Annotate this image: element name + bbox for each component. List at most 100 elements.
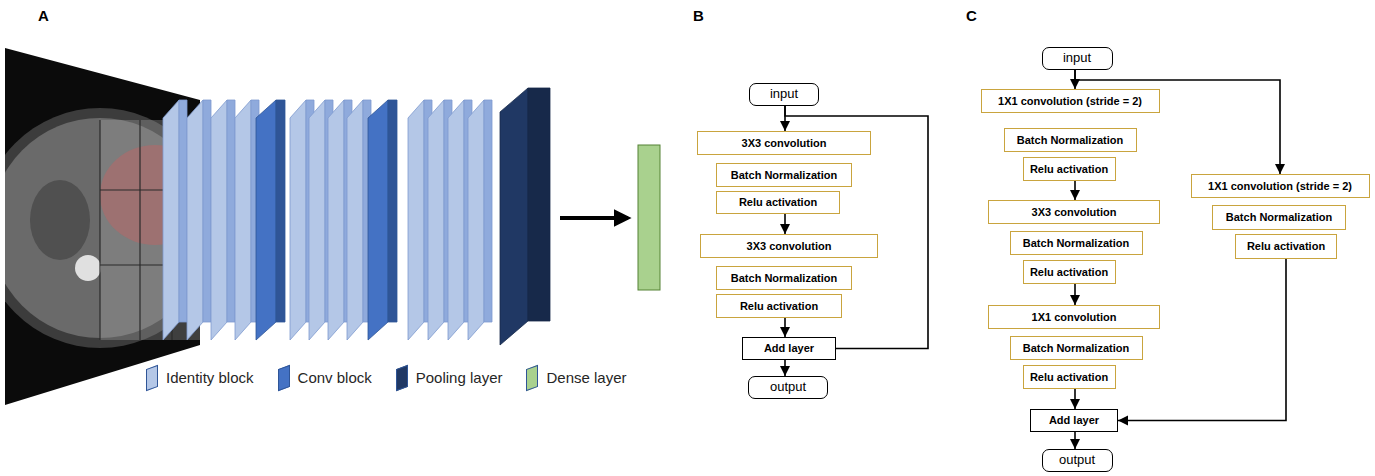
legend: Identity block Conv block Pooling layer Den… bbox=[146, 367, 627, 389]
slab-face bbox=[309, 100, 325, 340]
terminal-box: input bbox=[749, 83, 819, 106]
identity-block-shape bbox=[235, 100, 259, 340]
slab-face bbox=[448, 100, 464, 340]
legend-swatch bbox=[526, 365, 538, 391]
layer-text: input bbox=[770, 87, 798, 102]
layer-text: Batch Normalization bbox=[1226, 211, 1332, 224]
skip-connection bbox=[1118, 259, 1286, 421]
layer-box: Relu activation bbox=[716, 191, 840, 214]
layer-box: 1X1 convolution bbox=[988, 305, 1160, 329]
layer-box: 1X1 convolution (stride = 2) bbox=[1191, 174, 1370, 198]
legend-item: Dense layer bbox=[526, 367, 626, 389]
flow-arrow bbox=[1074, 181, 1076, 200]
legend-text: Conv block bbox=[298, 369, 372, 387]
slab-face bbox=[428, 100, 444, 340]
layer-box: 3X3 convolution bbox=[988, 200, 1160, 224]
slab-face bbox=[328, 100, 344, 340]
spine bbox=[75, 255, 101, 281]
layer-text: 1X1 convolution (stride = 2) bbox=[998, 95, 1142, 108]
layer-box: Relu activation bbox=[716, 294, 842, 318]
slab-face bbox=[235, 100, 251, 340]
slab-face bbox=[211, 100, 227, 340]
layer-text: Batch Normalization bbox=[1023, 237, 1129, 250]
connectors bbox=[785, 70, 1286, 449]
layer-box: Batch Normalization bbox=[1212, 205, 1346, 230]
add-layer-box: Add layer bbox=[742, 337, 836, 360]
flow-arrow bbox=[784, 214, 786, 234]
layer-box: Batch Normalization bbox=[716, 266, 852, 290]
layer-text: 1X1 convolution bbox=[1032, 311, 1117, 324]
legend-item: Identity block bbox=[146, 367, 254, 389]
identity-block-shape bbox=[163, 100, 187, 340]
conv-block-shape bbox=[368, 100, 397, 340]
legend-swatch bbox=[278, 365, 290, 391]
layer-text: Batch Normalization bbox=[731, 272, 837, 285]
legend-text: Dense layer bbox=[546, 369, 626, 387]
slab-edge bbox=[484, 100, 492, 322]
layer-text: 1X1 convolution (stride = 2) bbox=[1208, 180, 1352, 193]
slab-face bbox=[468, 100, 484, 340]
flow-arrow bbox=[784, 318, 786, 337]
slab-edge bbox=[227, 100, 235, 322]
slab-edge bbox=[179, 100, 187, 322]
slab-edge bbox=[528, 88, 550, 321]
layer-text: Batch Normalization bbox=[1017, 134, 1123, 147]
layer-text: Batch Normalization bbox=[1023, 342, 1129, 355]
slab-face bbox=[368, 100, 388, 340]
layer-text: Batch Normalization bbox=[731, 169, 837, 182]
slab-edge bbox=[203, 100, 211, 322]
slab-face bbox=[500, 88, 528, 345]
conv-block-shape bbox=[256, 100, 285, 340]
layer-box: 1X1 convolution (stride = 2) bbox=[981, 89, 1160, 113]
terminal-box: output bbox=[1042, 449, 1113, 472]
panel-letter: B bbox=[693, 8, 704, 25]
terminal-box: input bbox=[1042, 47, 1113, 70]
legend-text: Pooling layer bbox=[416, 369, 503, 387]
layer-text: Relu activation bbox=[739, 196, 817, 209]
layer-box: 3X3 convolution bbox=[700, 234, 878, 258]
layer-text: 3X3 convolution bbox=[1032, 206, 1117, 219]
dense-layer bbox=[638, 145, 660, 290]
layer-box: 3X3 convolution bbox=[697, 131, 871, 155]
add-layer-box: Add layer bbox=[1030, 409, 1118, 432]
flow-arrow bbox=[1074, 284, 1076, 305]
slab-face bbox=[187, 100, 203, 340]
slab-face bbox=[256, 100, 276, 340]
ct-slice bbox=[5, 48, 200, 405]
slab-edge bbox=[276, 100, 285, 322]
layer-text: Add layer bbox=[764, 342, 814, 355]
identity-block-shape bbox=[187, 100, 211, 340]
layer-text: 3X3 convolution bbox=[742, 137, 827, 150]
layer-stack bbox=[163, 88, 550, 345]
layer-text: Relu activation bbox=[740, 300, 818, 313]
legend-text: Identity block bbox=[166, 369, 254, 387]
flow-arrow bbox=[1074, 389, 1076, 409]
slab-face bbox=[163, 100, 179, 340]
layer-text: Relu activation bbox=[1247, 240, 1325, 253]
layer-text: output bbox=[770, 380, 806, 395]
terminal-box: output bbox=[748, 376, 828, 399]
flow-arrow bbox=[784, 360, 786, 376]
legend-item: Pooling layer bbox=[396, 367, 503, 389]
legend-swatch bbox=[146, 365, 158, 391]
slab-face bbox=[290, 100, 306, 340]
pooling-layer-shape bbox=[500, 88, 550, 345]
slab-face bbox=[408, 100, 424, 340]
layer-text: 3X3 convolution bbox=[747, 240, 832, 253]
layer-box: Batch Normalization bbox=[1010, 336, 1143, 360]
layer-text: output bbox=[1059, 453, 1095, 468]
slab-edge bbox=[388, 100, 397, 322]
identity-block-shape bbox=[211, 100, 235, 340]
identity-block-shape bbox=[347, 100, 371, 340]
layer-box: Batch Normalization bbox=[716, 163, 852, 187]
layer-box: Batch Normalization bbox=[1004, 128, 1137, 152]
layer-box: Relu activation bbox=[1023, 260, 1116, 284]
slab-face bbox=[347, 100, 363, 340]
flow-arrow bbox=[1074, 432, 1076, 449]
layer-box: Relu activation bbox=[1023, 365, 1116, 389]
panel-letter: C bbox=[966, 8, 977, 25]
layer-text: Relu activation bbox=[1030, 163, 1108, 176]
flow-arrow bbox=[560, 216, 628, 220]
